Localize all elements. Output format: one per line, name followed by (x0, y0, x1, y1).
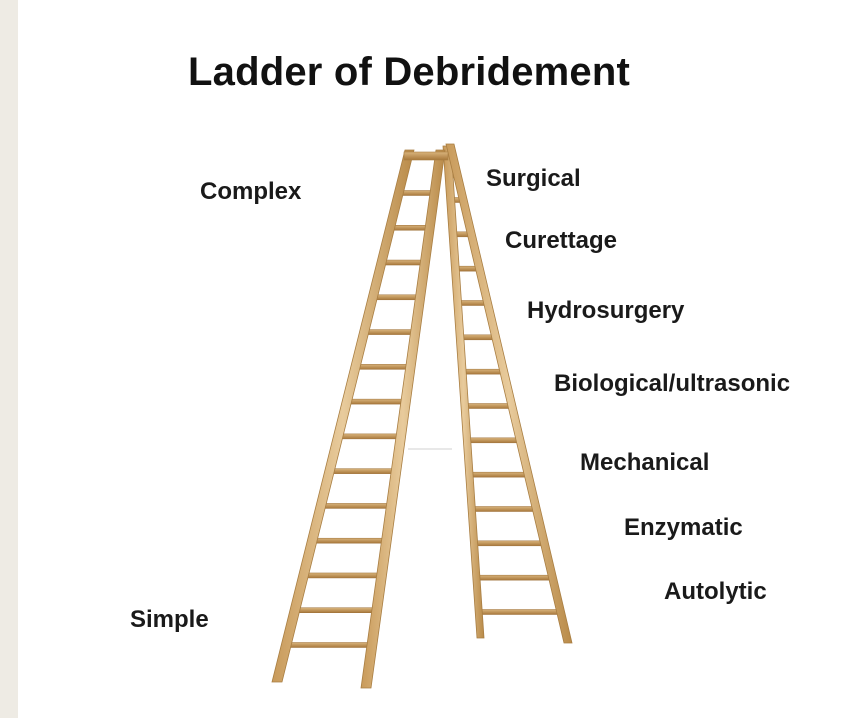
back-ladder-rung (475, 574, 553, 581)
back-ladder-rung (466, 437, 521, 444)
back-ladder-rung (468, 471, 529, 478)
back-ladder-rung (459, 334, 496, 341)
front-ladder-rung (380, 259, 425, 266)
method-label: Curettage (505, 227, 618, 254)
method-label: Enzymatic (624, 514, 743, 541)
front-ladder-rung (337, 433, 401, 440)
back-ladder-rung (461, 368, 505, 375)
back-ladder-left-rail (442, 145, 485, 639)
front-ladder-right-rail (360, 149, 446, 689)
method-label: Autolytic (664, 578, 767, 605)
front-ladder-rung (363, 329, 416, 335)
front-ladder-rung (329, 468, 397, 474)
back-ladder-right-rail (445, 143, 573, 644)
back-ladder-rung (478, 609, 561, 615)
front-ladder-rungs (285, 190, 435, 648)
scale-top-label: Complex (200, 178, 302, 205)
method-label: Mechanical (580, 449, 710, 476)
ladder-top-cap (403, 151, 449, 161)
method-label: Biological/ultrasonic (554, 370, 791, 397)
method-label: Hydrosurgery (527, 297, 685, 324)
back-ladder-rung (473, 540, 545, 547)
method-label: Surgical (486, 165, 581, 192)
scale-bottom-label: Simple (130, 606, 209, 633)
back-ladder-rung (471, 506, 537, 512)
front-ladder-rung (294, 607, 377, 613)
back-ladder-rung (464, 403, 513, 409)
front-ladder-rung (311, 537, 387, 544)
back-ladder-rungs (450, 197, 561, 615)
front-ladder-rung (285, 642, 373, 648)
front-ladder-rung (320, 503, 392, 509)
front-ladder-left-rail (271, 149, 415, 683)
front-ladder-rung (303, 572, 382, 579)
front-ladder-rung (346, 398, 406, 405)
diagram-title: Ladder of Debridement (188, 50, 631, 94)
left-margin-band (0, 0, 18, 718)
front-ladder-rung (354, 364, 411, 370)
front-ladder-rung (389, 225, 430, 231)
front-ladder-rung (372, 294, 420, 301)
